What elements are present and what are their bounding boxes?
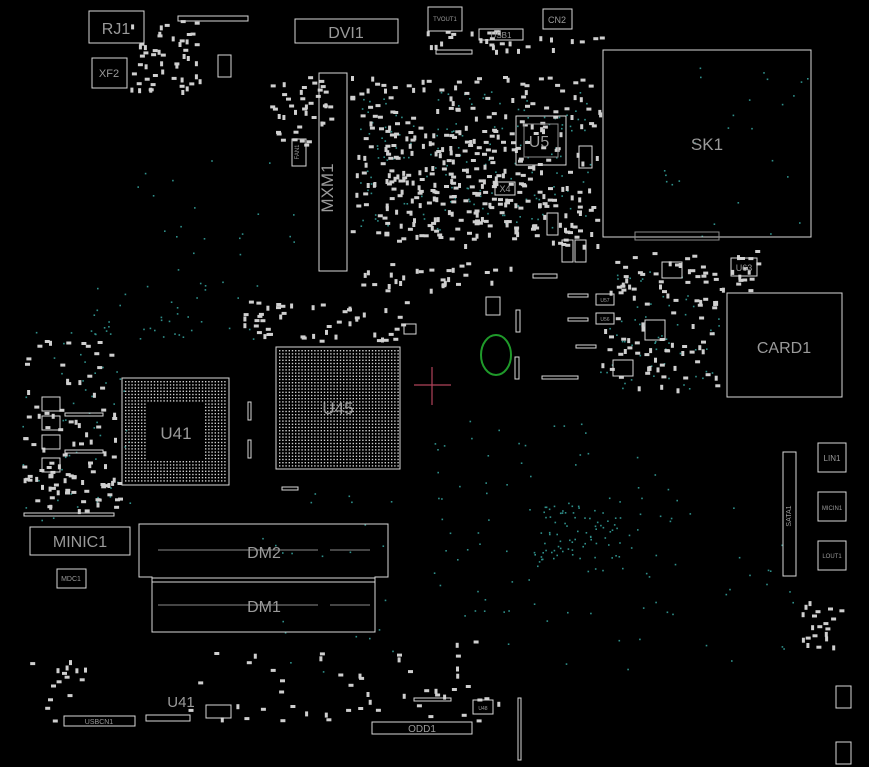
component-lout1[interactable]: LOUT1 [817,540,847,571]
label-dm2: DM2 [247,545,281,562]
component-minic1[interactable]: MINIC1 [29,526,131,556]
label-sata1: SATA1 [786,505,793,526]
label-mdc1: MDC1 [61,576,81,583]
component-card1[interactable]: CARD1 [726,292,843,398]
component-u48[interactable]: U48 [472,699,494,715]
label-u63: U63 [736,263,753,273]
component-rj1[interactable]: RJ1 [88,10,145,44]
label-usb1: USB1 [491,31,512,40]
component-micin1[interactable]: MICIN1 [817,491,847,522]
component-fan1[interactable]: FAN1 [291,138,307,167]
label-u41-bottom: U41 [167,694,195,711]
label-usbcn1: USBCN1 [85,719,114,726]
component-cn2[interactable]: CN2 [542,8,573,30]
component-u45[interactable]: U45 [275,346,401,470]
label-micin1: MICIN1 [822,506,843,512]
component-u57[interactable]: U57 [595,293,615,306]
component-sata1[interactable]: SATA1 [782,451,797,577]
label-xf2: XF2 [99,68,119,80]
label-u57: U57 [600,298,609,304]
component-u5[interactable]: U5 [515,115,567,166]
label-lout1: LOUT1 [822,554,842,560]
component-mxm1[interactable]: MXM1 [318,72,348,272]
label-u48: U48 [478,706,487,712]
label-x4: X4 [499,184,510,194]
label-u41: U41 [160,424,191,443]
label-cn2: CN2 [548,15,566,25]
component-u41-bottom[interactable]: U41 [145,694,195,722]
component-usb1[interactable]: USB1 [478,28,524,41]
via-field [22,67,809,673]
component-lin1[interactable]: LIN1 [817,442,847,473]
component-u63[interactable]: U63 [730,257,758,277]
label-u5: U5 [529,134,550,151]
component-odd1[interactable]: ODD1 [371,721,473,735]
label-fan1: FAN1 [295,144,301,160]
label-odd1: ODD1 [408,724,436,735]
label-dvi1: DVI1 [328,25,364,42]
misc-outlines [23,15,852,765]
label-mxm1: MXM1 [318,163,337,212]
label-sk1: SK1 [691,135,723,154]
component-u41[interactable]: U41 [121,377,230,486]
label-u56: U56 [600,317,609,323]
label-card1: CARD1 [757,340,811,357]
label-minic1: MINIC1 [53,534,107,551]
component-mdc1[interactable]: MDC1 [56,568,87,589]
component-dm1[interactable]: DM1 [151,577,376,633]
label-u45: U45 [322,399,353,418]
component-usbcn1[interactable]: USBCN1 [63,715,136,727]
component-xf2[interactable]: XF2 [91,57,128,89]
label-rj1: RJ1 [102,21,131,38]
label-lin1: LIN1 [824,454,841,463]
component-sk1[interactable]: SK1 [602,49,812,241]
selection-marker [480,334,512,376]
component-tvout1[interactable]: TVOUT1 [427,6,463,32]
component-dvi1[interactable]: DVI1 [294,18,399,44]
label-dm1: DM1 [247,599,281,616]
pad-field [22,20,845,723]
label-tvout1: TVOUT1 [433,17,457,23]
component-u56[interactable]: U56 [595,312,615,325]
crosshair-cursor [414,367,451,405]
component-x4[interactable]: X4 [494,181,516,196]
u45-ball-grid [279,350,399,467]
component-small-box[interactable] [205,704,232,719]
